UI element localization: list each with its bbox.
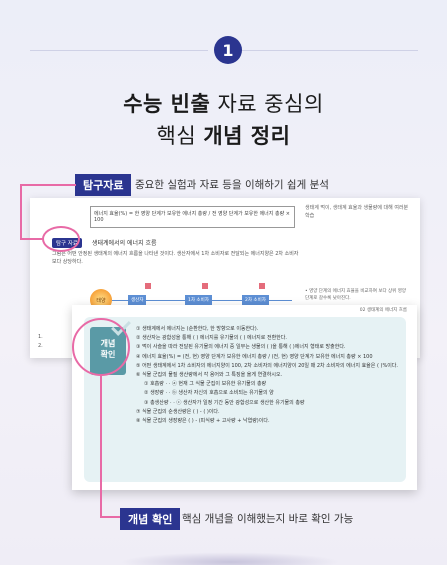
side-note: • 영양 단계의 에너지 효율을 비교하여 보다 상위 영양 단계로 갈수록 낮… [305, 289, 407, 301]
highlight-circle-concept [72, 318, 130, 376]
question-item: ④ 에너지 효율(%) = (전, 현) 영양 단계가 보유한 에너지 총량 /… [136, 353, 373, 360]
headline-line-2: 핵심 개념 정리 [0, 120, 447, 150]
connector-line [100, 516, 120, 518]
right-note: 생태계 먹이, 생태계 효율과 생물량에 대해 여러분 학습 [305, 205, 409, 219]
question-item: ③ 총생산량 · · ⓒ 생산자가 일정 기간 동안 광합성으로 생산한 유기물… [144, 399, 305, 406]
headline-line-1: 수능 빈출 자료 중심의 [0, 88, 447, 118]
concept-label: 개념 확인 [120, 508, 181, 530]
question-item: ③ 먹이 사슬을 따라 전달된 유기물의 에너지 중 일부는 생물의 ( )을 … [136, 344, 346, 351]
tamgu-description: 중요한 실험과 자료 등을 이해하기 쉽게 분석 [135, 179, 329, 191]
flow-tick [259, 283, 265, 289]
question-item: ⑥ 식물 군집의 물질 생산량에서 각 용어와 그 특징을 옳게 연결하시오. [136, 372, 283, 379]
connector-line [20, 184, 22, 240]
node-consumer-2: 2차 소비자 [242, 295, 269, 305]
left-number: 2. [38, 343, 43, 349]
question-item: ② 생산자는 광합성을 통해 ( ) 에너지를 유기물의 ( ) 에너지로 전환… [136, 335, 287, 342]
divider-left [30, 50, 208, 51]
concept-panel: 개념 확인 ① 생태계에서 에너지는 (순환한다, 한 방향으로 이동한다). … [84, 316, 406, 482]
concept-description: 핵심 개념을 이해했는지 바로 확인 가능 [182, 513, 354, 525]
connector-line [20, 184, 76, 186]
step-number-badge: 1 [214, 36, 242, 64]
tamgu-tag-title: 생태계에서의 에너지 흐름 [92, 240, 157, 247]
page-header-tag: 02 생태계의 에너지 흐름 [359, 308, 407, 313]
node-producer: 생산자 [128, 295, 147, 305]
headline-bold-2: 개념 정리 [203, 124, 291, 148]
question-item: ② 생장량 · · ⓑ 생산자 자신의 호흡으로 소비되는 유기물의 양 [144, 390, 274, 397]
question-item: ① 호흡량 · · ⓐ 현재 그 식물 군집이 보유한 유기물의 총량 [144, 381, 267, 388]
left-number: 1. [38, 334, 43, 340]
highlight-circle-tamgu [42, 226, 80, 252]
tamgu-text: 그림은 어떤 안정된 생태계의 에너지 흐름을 나타낸 것이다. 생산자에서 1… [52, 251, 299, 265]
headline-light-2: 핵심 [156, 124, 204, 148]
question-item: ⑤ 어떤 생태계에서 1차 소비자의 에너지양이 100, 2차 소비자의 에너… [136, 362, 398, 369]
tamgu-label: 탐구자료 [75, 174, 132, 196]
bottom-shadow [120, 552, 340, 565]
headline-light-1: 자료 중심의 [210, 92, 324, 116]
headline-bold-1: 수능 빈출 [123, 92, 211, 116]
left-numbers: 1. 2. [38, 333, 43, 351]
node-consumer-1: 1차 소비자 [185, 295, 212, 305]
question-item: ① 생태계에서 에너지는 (순환한다, 한 방향으로 이동한다). [136, 326, 259, 332]
question-item: ⑦ 식물 군집의 순생산량은 ( ) - ( )이다. [136, 408, 220, 415]
flow-tick [145, 283, 151, 289]
formula-box: 에너지 효율(%) = 한 영양 단계가 보유한 에너지 총량 / 전 영양 단… [90, 206, 295, 228]
connector-line [20, 238, 44, 240]
connector-line [100, 376, 102, 518]
divider-right [240, 50, 418, 51]
flow-tick [202, 283, 208, 289]
question-list: ① 생태계에서 에너지는 (순환한다, 한 방향으로 이동한다). ② 생산자는… [136, 325, 398, 426]
question-item: ⑧ 식물 군집의 생장량은 ( ) - (피식량 + 고사량 + 낙엽량)이다. [136, 418, 270, 425]
